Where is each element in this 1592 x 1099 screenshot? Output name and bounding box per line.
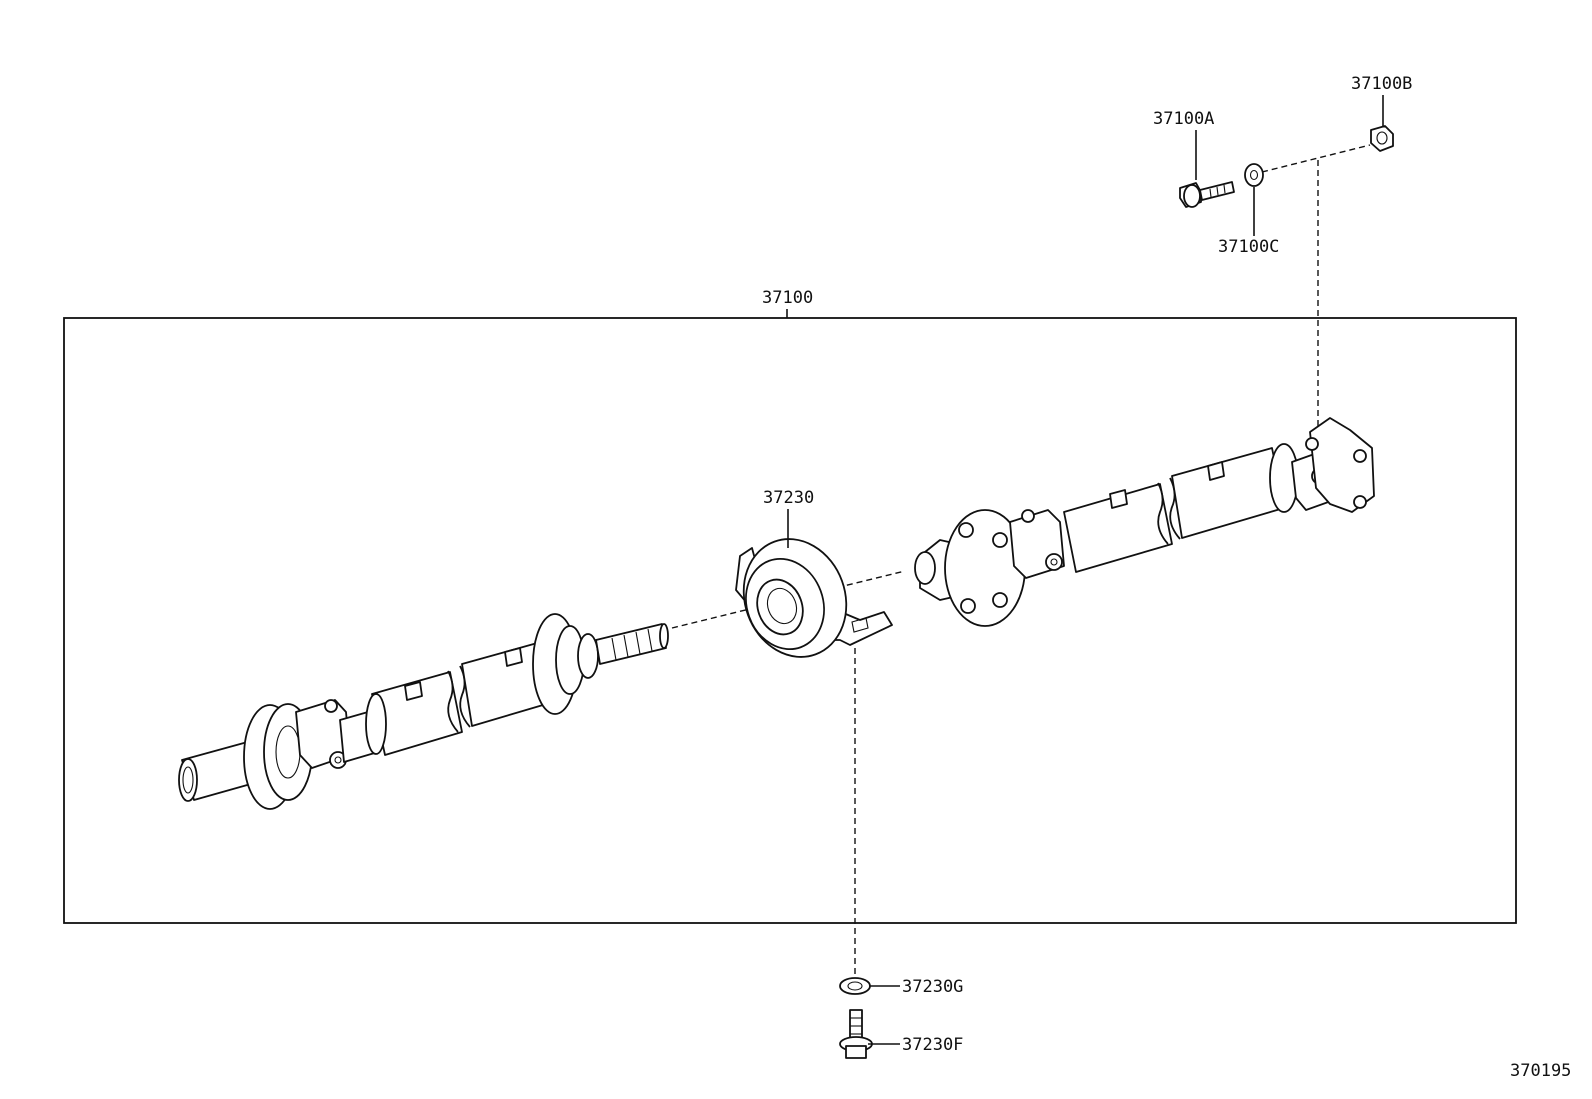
bolt-37230f [839,1009,873,1059]
label-37230g: 37230G [902,977,963,997]
bolt-37100a [1179,181,1235,208]
center-bearing-37230 [735,538,893,658]
label-37230f: 37230F [902,1035,963,1055]
washer-37100c [1244,163,1264,187]
label-37100c: 37100C [1218,237,1279,257]
assembly-frame [63,317,1517,924]
front-propeller-shaft [178,613,669,810]
rear-propeller-shaft [914,417,1375,627]
alignment-line-top [1261,144,1371,173]
label-37100: 37100 [762,288,813,308]
nut-37100b [1370,125,1394,152]
washer-37230g [839,977,871,995]
label-37230: 37230 [763,488,814,508]
sheet-id: 370195 [1510,1061,1571,1081]
label-37100b: 37100B [1351,74,1412,94]
label-37100a: 37100A [1153,109,1214,129]
